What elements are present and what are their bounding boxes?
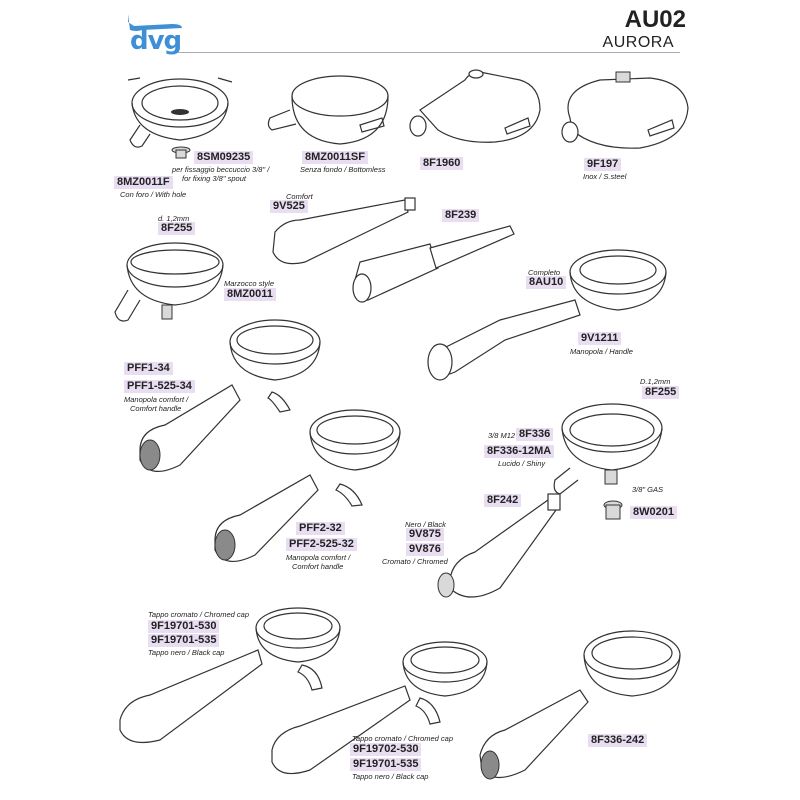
portafilter-9F19701-illustration [119,607,341,743]
note-8SM09235-line1: per fissaggio beccuccio 3/8" / [172,165,270,174]
note-PFF2-32-line1: Manopola comfort / [286,553,351,562]
part-code-9F19702-530: 9F19702-530 [350,743,422,756]
note-9V875-top: Nero / Black [405,520,446,529]
complete-portafilter-8AU10-illustration [427,249,667,381]
part-code-8F336-242: 8F336-242 [588,734,648,747]
fitting-8W0201-illustration [603,500,623,520]
note-PFF1-34-line1: Manopola comfort / [124,395,189,404]
part-code-8MZ0011SF: 8MZ0011SF [302,151,368,164]
part-code-8F239: 8F239 [442,209,480,222]
part-code-9V1211: 9V1211 [578,332,622,345]
note-9F19702-top: Tappo cromato / Chromed cap [352,734,454,743]
note-9F19702: Tappo nero / Black cap [352,772,429,781]
note-9V875: Cromato / Chromed [382,557,448,566]
part-code-8MZ0011: 8MZ0011 [224,288,276,301]
portafilter-body-8F336-illustration [553,403,663,495]
portafilter-9F19702-illustration [271,641,488,775]
brand-name: dvg [130,26,182,56]
part-code-9F19701-535-b: 9F19701-535 [350,758,422,771]
note-8F255-top: d. 1,2mm [158,214,190,223]
part-code-PFF1-525-34: PFF1-525-34 [124,380,195,393]
faucet-logo-icon [128,14,182,31]
note-9V525: Comfort [286,192,313,201]
note-9F19701-top: Tappo cromato / Chromed cap [148,610,250,619]
marzocco-body-illustration [114,242,224,322]
note-PFF1-34-line2: Comfort handle [130,404,182,413]
portafilter-body-with-hole-illustration [127,77,233,148]
part-code-9V876: 9V876 [406,543,444,556]
part-code-9F197: 9F197 [584,158,622,171]
note-8F336-top: 3/8 M12 [488,431,516,440]
part-code-8AU10: 8AU10 [526,276,567,289]
note-8F336: Lucido / Shiny [498,459,546,468]
note-8AU10: Completo [528,268,561,277]
part-code-PFF1-34: PFF1-34 [124,362,173,375]
header-divider [178,52,680,53]
part-code-9F19701-530: 9F19701-530 [148,620,220,633]
part-code-9V525: 9V525 [270,200,308,213]
note-8MZ0011: Marzocco style [224,279,275,288]
document-code: AU02 [624,6,686,33]
model-name: AURORA [602,34,674,51]
note-PFF2-32-line2: Comfort handle [292,562,344,571]
part-code-8F336-12MA: 8F336-12MA [484,445,555,458]
note-8W0201: 3/8" GAS [632,485,664,494]
part-code-PFF2-525-32: PFF2-525-32 [286,538,357,551]
handle-8F242-illustration [437,493,561,598]
part-code-8F255-right: 8F255 [642,386,680,399]
portafilter-PFF2-32-illustration [214,409,401,562]
handle-8F239-illustration [352,225,515,303]
part-code-8SM09235: 8SM09235 [194,151,254,164]
part-code-8F336: 8F336 [516,428,554,441]
note-8MZ0011F: Con foro / With hole [120,190,187,199]
part-code-8F1960: 8F1960 [420,157,464,170]
part-code-PFF2-32: PFF2-32 [296,522,345,535]
bottomless-body-illustration [267,75,389,145]
part-code-8F255-top: 8F255 [158,222,196,235]
part-code-8W0201: 8W0201 [630,506,677,519]
part-code-8F242: 8F242 [484,494,522,507]
note-9F197: Inox / S.steel [583,172,627,181]
fitting-8SM09235-illustration [171,146,191,159]
note-8F255-right: D.1,2mm [640,377,671,386]
note-9F19701: Tappo nero / Black cap [148,648,225,657]
note-8MZ0011SF: Senza fondo / Bottomless [300,165,386,174]
spout-body-8F1960-illustration [409,69,541,143]
brand-logo: dvg [120,12,190,67]
note-9V1211: Manopola / Handle [570,347,633,356]
portafilter-PFF1-34-illustration [139,319,321,472]
portafilter-8F336-242-illustration [479,630,681,780]
part-code-8MZ0011F: 8MZ0011F [114,176,173,189]
note-8SM09235-line2: for fixing 3/8" spout [182,174,246,183]
comfort-handle-9V525-illustration [272,197,416,265]
spout-body-9F197-illustration [561,71,689,149]
part-code-9F19701-535: 9F19701-535 [148,634,220,647]
part-code-9V875: 9V875 [406,528,444,541]
